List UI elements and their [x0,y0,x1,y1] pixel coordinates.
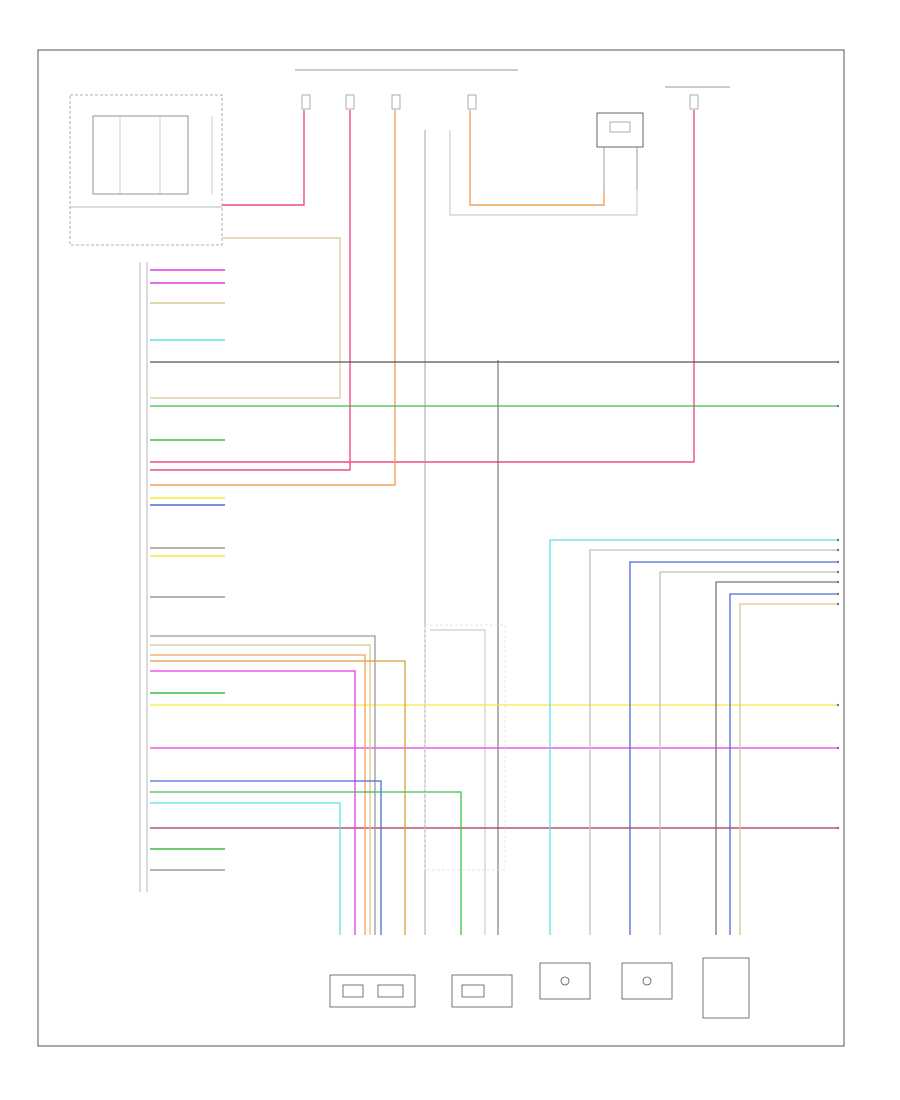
component-bottom-3 [539,962,591,1000]
wire-long-horizontals [150,361,838,829]
wire-sensor-group [150,635,462,935]
fuse-group [301,94,699,110]
component-bottom-1 [329,974,416,1008]
dashed-harness-box [424,624,506,871]
ecm-connector-strip [139,262,148,892]
wire-orange [150,110,605,486]
component-bottom-5 [702,957,750,1019]
wire-gray-verticals [424,130,638,935]
wire-right-group [549,539,838,935]
wire-magenta-short [150,269,225,871]
wire-pink-top-fuse [150,110,695,471]
diagram-frame [37,49,845,1047]
component-bottom-2 [451,974,513,1008]
component-bottom-4 [621,962,673,1000]
wire-tan-cluster [150,237,341,399]
instrument-cluster-module [69,94,223,246]
relay-module-top [596,112,644,190]
right-edge-terminals [836,360,840,830]
top-power-bus [295,69,730,88]
